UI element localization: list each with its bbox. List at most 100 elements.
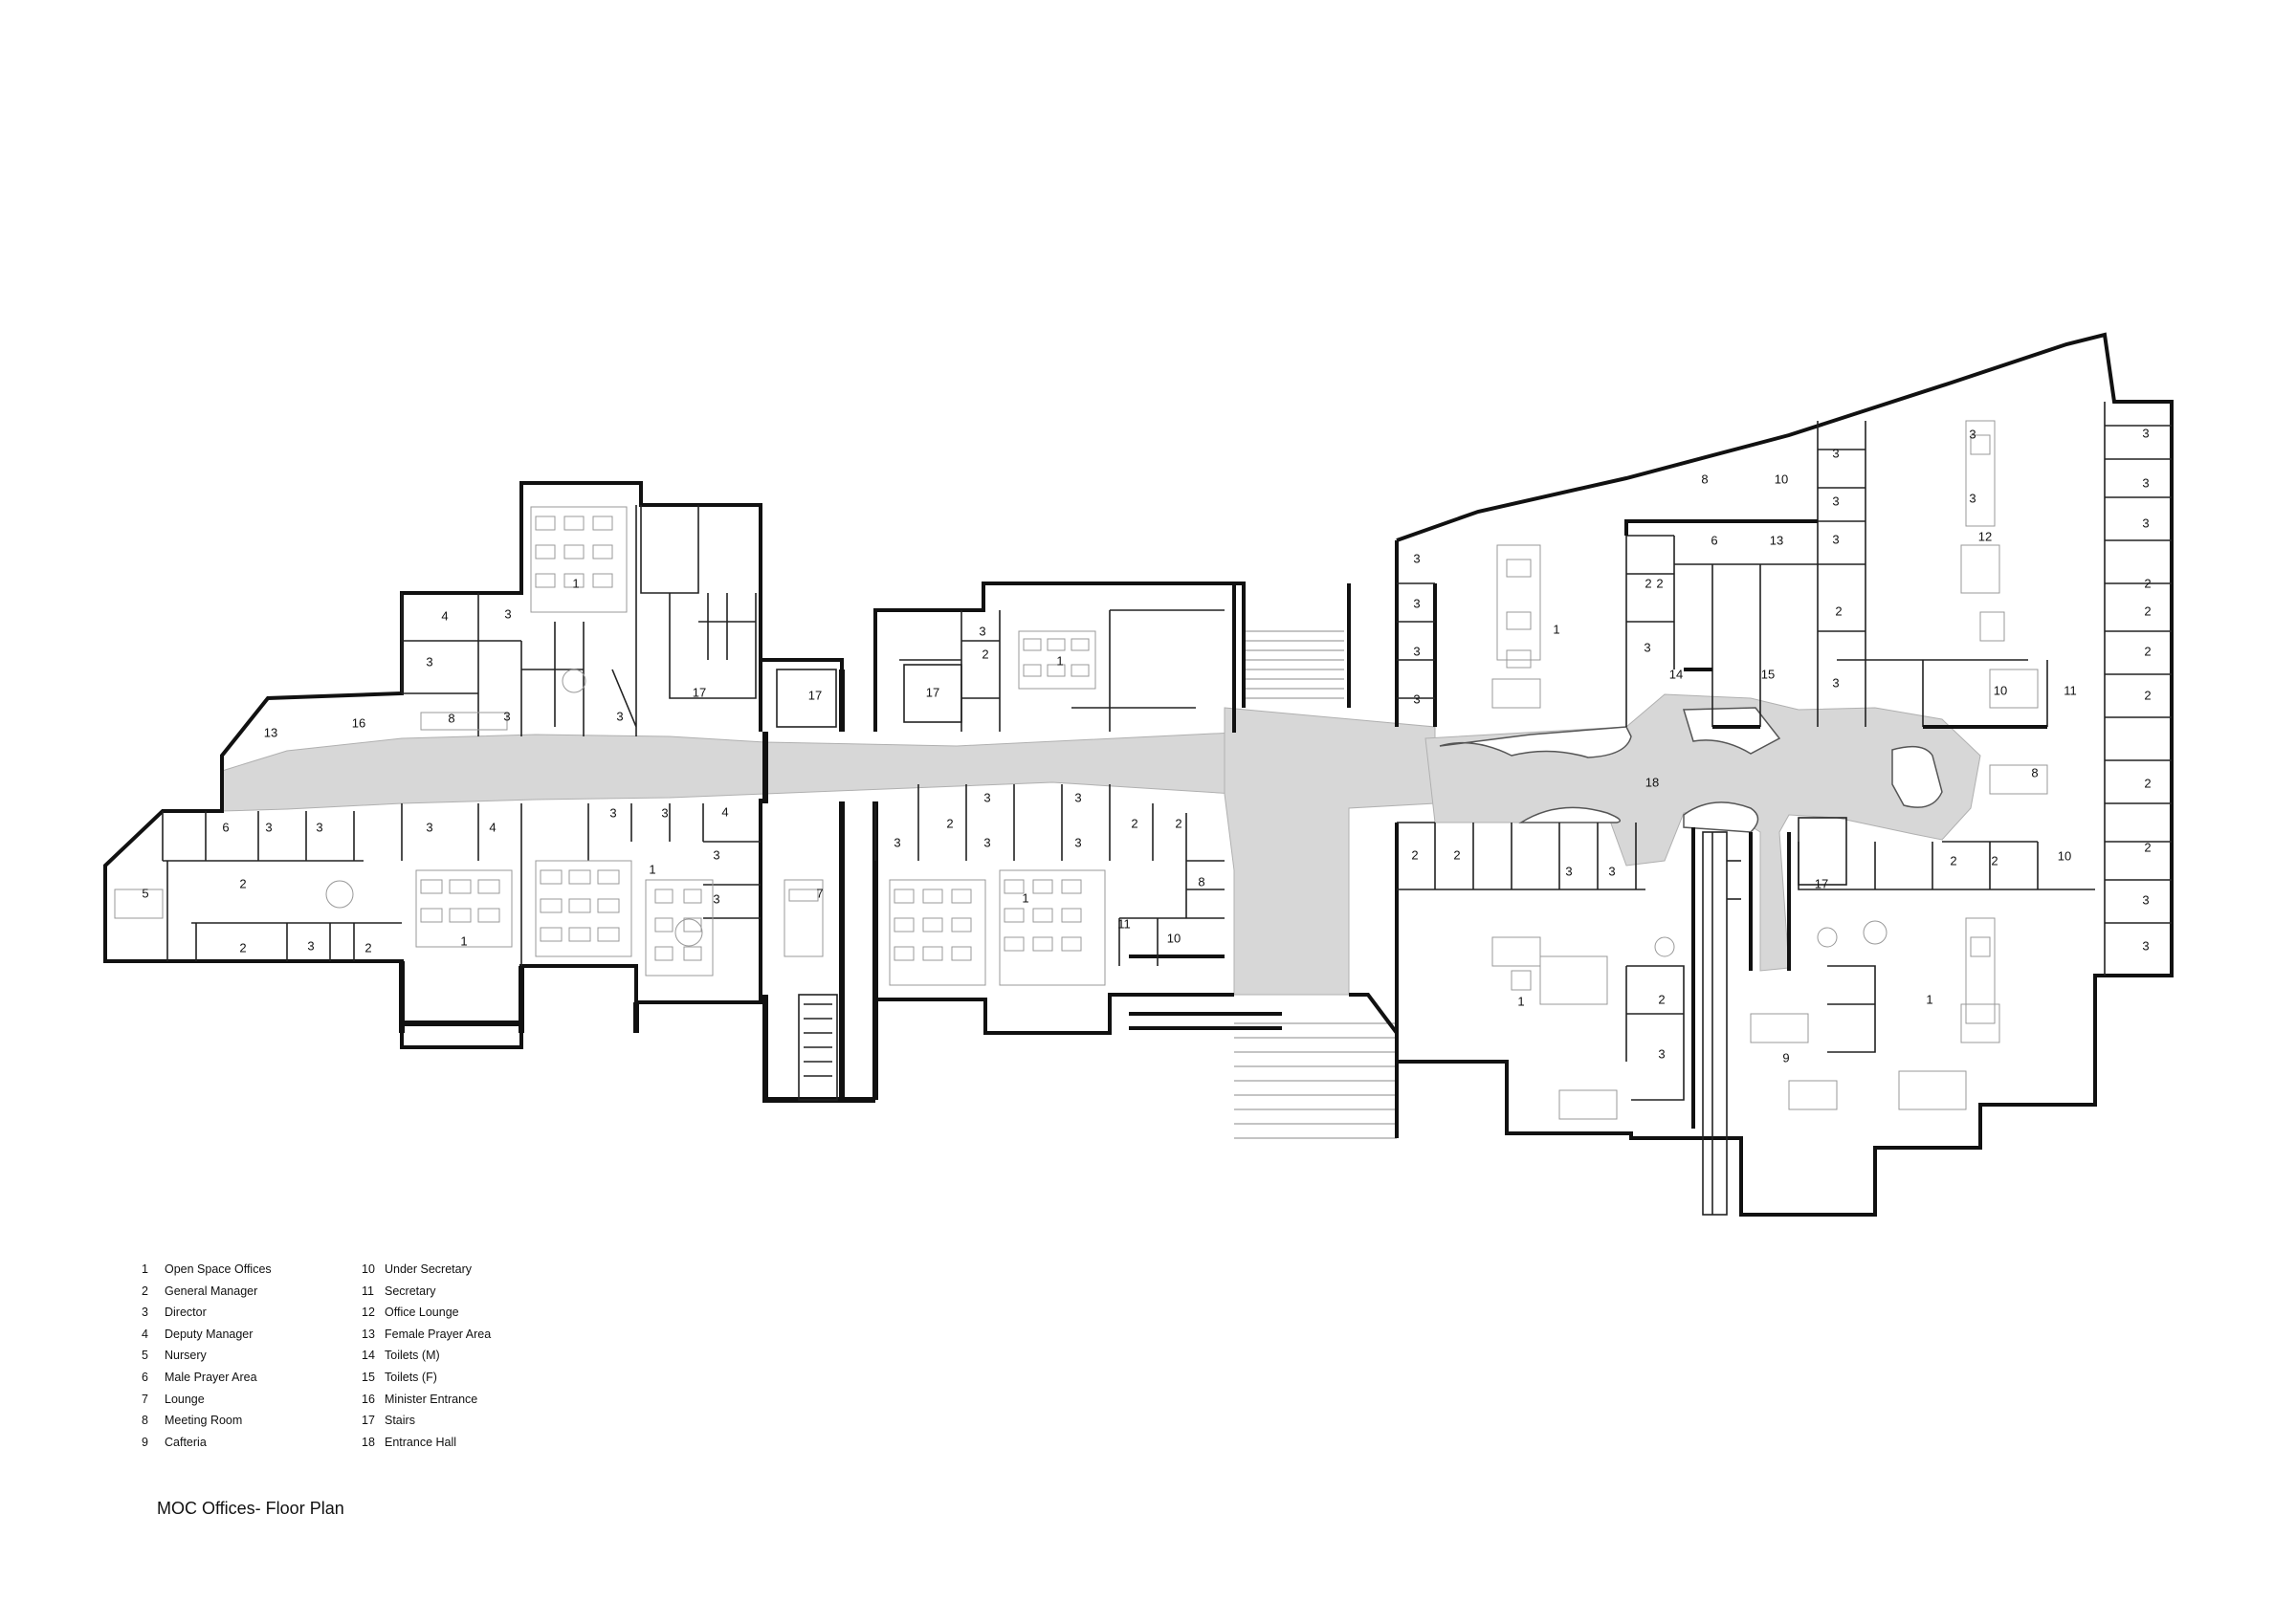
room-open-office: 1: [1926, 992, 1932, 1006]
east-wing-outer-wall: [1395, 332, 2174, 1217]
plan-title: MOC Offices- Floor Plan: [157, 1499, 344, 1518]
room-under-secretary: 10: [2058, 848, 2071, 863]
room-general-manager: 2: [2144, 688, 2151, 702]
entrance-steps-north: [1244, 630, 1344, 699]
room-deputy-manager: 4: [489, 820, 496, 834]
room-director: 3: [983, 790, 990, 804]
room-director: 3: [2142, 892, 2149, 907]
room-under-secretary: 10: [1994, 683, 2007, 697]
room-secretary: 11: [2064, 683, 2077, 697]
atrium-void: [1891, 745, 1943, 808]
room-open-office: 1: [460, 933, 467, 948]
room-general-manager: 2: [2144, 776, 2151, 790]
room-nursery: 5: [142, 886, 148, 900]
room-under-secretary: 10: [1167, 931, 1181, 945]
room-director: 3: [609, 805, 616, 820]
room-director: 3: [1608, 864, 1615, 878]
room-director: 3: [1969, 427, 1976, 441]
garden-right: [1682, 707, 1781, 755]
room-director: 3: [503, 709, 510, 723]
room-lounge: 7: [816, 886, 823, 900]
garden-left: [1439, 726, 1632, 758]
room-stairs: 17: [1815, 876, 1828, 890]
central-north-rooms: [899, 609, 1225, 732]
west-north-wall: [220, 481, 762, 771]
entrance-south-walls: [1129, 993, 1399, 1138]
room-director: 3: [1658, 1046, 1665, 1061]
room-general-manager: 2: [239, 876, 246, 890]
corridor-west: [221, 732, 1235, 812]
room-director: 3: [1413, 551, 1420, 565]
room-general-manager: 2: [982, 647, 988, 661]
room-director: 3: [1413, 644, 1420, 658]
escalator-west: [798, 994, 838, 1101]
ramp-void: [1683, 801, 1759, 833]
furniture-west: [114, 506, 714, 977]
room-open-office: 1: [572, 576, 579, 590]
room-male-prayer: 6: [222, 820, 229, 834]
room-stairs: 17: [693, 685, 706, 699]
room-director: 3: [2142, 475, 2149, 490]
room-stairs: 17: [808, 688, 822, 702]
central-south-rooms: [874, 784, 1225, 966]
room-general-manager: 2: [239, 940, 246, 955]
room-general-manager: 2: [2144, 576, 2151, 590]
west-north-rooms: [401, 505, 757, 736]
east-north-rooms: [1397, 402, 2172, 976]
room-open-office: 1: [1553, 622, 1559, 636]
room-general-manager: 2: [1656, 576, 1663, 590]
room-general-manager: 2: [1645, 576, 1651, 590]
room-director: 3: [2142, 938, 2149, 953]
room-general-manager: 2: [364, 940, 371, 955]
entrance-hall-area: [1424, 693, 1981, 972]
room-director: 3: [307, 938, 314, 953]
room-director: 3: [713, 847, 719, 862]
furniture-central: [784, 630, 1106, 986]
room-general-manager: 2: [1175, 816, 1181, 830]
west-south-columns: [399, 961, 639, 1033]
room-director: 3: [426, 820, 432, 834]
room-director: 3: [1832, 532, 1839, 546]
room-open-office: 1: [1022, 890, 1028, 905]
room-meeting: 8: [448, 711, 454, 725]
room-secretary: 11: [1117, 916, 1131, 931]
room-director: 3: [265, 820, 272, 834]
room-general-manager: 2: [2144, 644, 2151, 658]
room-minister-entrance: 16: [352, 715, 365, 730]
room-office-lounge: 12: [1978, 529, 1992, 543]
central-block-outer-wall: [759, 582, 1236, 733]
east-south-rooms: [1397, 822, 2095, 1101]
room-toilets-female: 15: [1761, 667, 1775, 681]
entrance-steps-south: [1234, 1022, 1397, 1139]
entrance-north-walls: [1234, 582, 1351, 708]
east-core-walls: [1691, 827, 1791, 1129]
room-general-manager: 2: [2144, 840, 2151, 854]
furniture-east: [1491, 420, 2048, 1120]
room-general-manager: 2: [1131, 816, 1137, 830]
room-director: 3: [979, 624, 985, 638]
room-general-manager: 2: [1453, 847, 1460, 862]
room-meeting: 8: [1701, 472, 1708, 486]
room-general-manager: 2: [946, 816, 953, 830]
room-director: 3: [1074, 790, 1081, 804]
stair-west: [776, 669, 837, 728]
room-director: 3: [713, 891, 719, 906]
room-general-manager: 2: [1991, 853, 1998, 867]
room-director: 3: [894, 835, 900, 849]
